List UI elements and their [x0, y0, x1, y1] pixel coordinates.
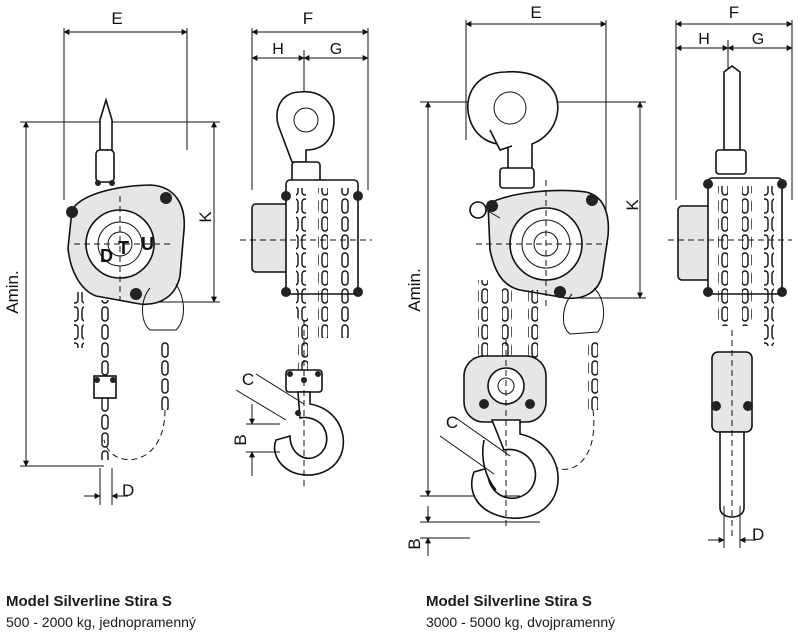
left-side-view: F H G B — [231, 9, 372, 486]
dim-label-E-left: E — [111, 9, 122, 28]
dim-label-H-left: H — [272, 41, 284, 58]
dim-label-E-right: E — [530, 3, 541, 22]
left-front-view: E K Amin. D T U — [3, 9, 220, 505]
caption-left-subtitle: 500 - 2000 kg, jednopramenný — [6, 614, 196, 630]
dim-label-H-right: H — [698, 31, 710, 48]
dial-letter-T: T — [118, 238, 129, 258]
dim-label-B-left: B — [231, 434, 250, 445]
caption-right-subtitle: 3000 - 5000 kg, dvojpramenný — [426, 614, 616, 630]
dim-label-D-right: D — [752, 525, 764, 544]
dim-label-K-right: K — [623, 199, 642, 211]
dim-label-C-right: C — [446, 413, 458, 432]
dial-letter-D: D — [100, 246, 113, 266]
dim-label-Amin-right: Amin. — [405, 268, 424, 311]
right-front-view: E K Amin. — [405, 3, 646, 556]
dim-label-Amin-left: Amin. — [3, 270, 22, 313]
dim-label-C-left: C — [242, 370, 254, 389]
right-side-view: F H G D — [668, 3, 793, 548]
dim-label-B-right: B — [405, 538, 424, 549]
dim-label-F-left: F — [303, 9, 313, 28]
dim-label-K-left: K — [196, 211, 215, 223]
technical-drawing: E K Amin. D T U — [3, 3, 793, 556]
dim-label-D-left: D — [122, 481, 134, 500]
caption-left-title: Model Silverline Stira S — [6, 593, 172, 610]
dim-label-G-left: G — [330, 41, 342, 58]
dim-label-F-right: F — [729, 3, 739, 22]
dim-label-G-right: G — [752, 31, 764, 48]
caption-right-title: Model Silverline Stira S — [426, 593, 592, 610]
dial-letter-U: U — [141, 234, 154, 254]
